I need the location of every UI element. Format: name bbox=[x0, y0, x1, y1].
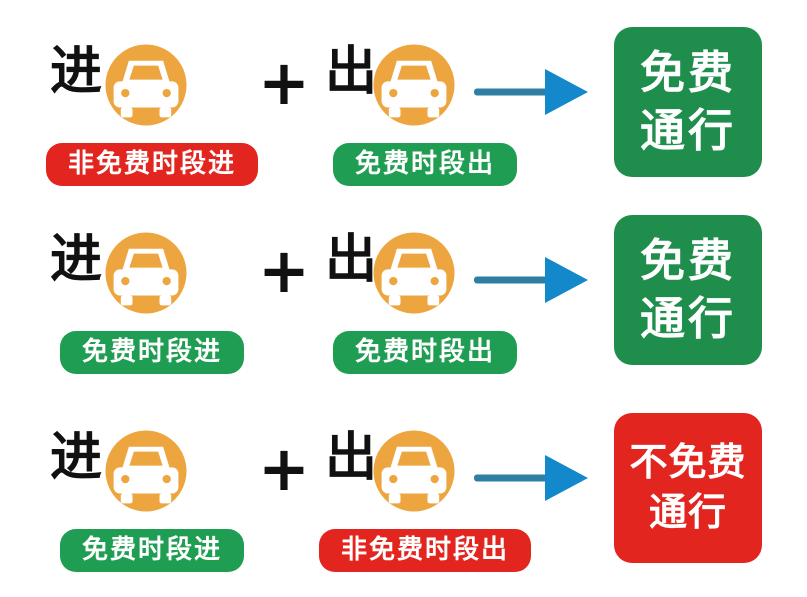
plus-sign: + bbox=[258, 432, 310, 505]
car-icon bbox=[105, 430, 187, 512]
result-line2: 通行 bbox=[639, 292, 736, 345]
enter-time-tag: 免费时段进 bbox=[59, 529, 245, 572]
car-icon bbox=[105, 232, 187, 314]
exit-time-tag: 免费时段出 bbox=[332, 143, 518, 186]
result-line1: 免费 bbox=[639, 46, 736, 100]
plus-sign: + bbox=[258, 234, 310, 307]
result-badge: 免费 通行 bbox=[614, 215, 762, 365]
exit-label: 出 bbox=[325, 230, 378, 290]
result-badge: 不免费 通行 bbox=[614, 413, 762, 563]
exit-label: 出 bbox=[325, 428, 378, 488]
car-icon bbox=[105, 44, 187, 126]
result-line2: 通行 bbox=[639, 104, 736, 157]
car-icon bbox=[373, 430, 455, 512]
enter-label: 进 bbox=[50, 230, 103, 290]
arrow-right-icon bbox=[474, 257, 588, 303]
arrow-right-icon bbox=[474, 69, 588, 115]
result-badge: 免费 通行 bbox=[614, 27, 762, 177]
plus-sign: + bbox=[258, 46, 310, 119]
exit-time-tag: 非免费时段出 bbox=[318, 529, 532, 572]
rule-row-2: 进 免费时段进 + 出 免费时段出 免费 通行 bbox=[0, 210, 807, 406]
rule-row-3: 进 免费时段进 + 出 非免费时段出 不免费 通行 bbox=[0, 408, 807, 597]
arrow-right-icon bbox=[474, 455, 588, 501]
rule-row-1: 进 非免费时段进 + 出 免费时段出 免费 通行 bbox=[0, 22, 807, 218]
car-icon bbox=[373, 232, 455, 314]
result-line1: 不免费 bbox=[629, 440, 747, 485]
enter-time-tag: 非免费时段进 bbox=[45, 143, 259, 186]
exit-time-tag: 免费时段出 bbox=[332, 331, 518, 374]
car-icon bbox=[373, 44, 455, 126]
result-line2: 通行 bbox=[648, 490, 727, 534]
exit-label: 出 bbox=[325, 42, 378, 102]
result-line1: 免费 bbox=[639, 234, 736, 288]
enter-label: 进 bbox=[50, 42, 103, 102]
enter-label: 进 bbox=[50, 428, 103, 488]
enter-time-tag: 免费时段进 bbox=[59, 331, 245, 374]
